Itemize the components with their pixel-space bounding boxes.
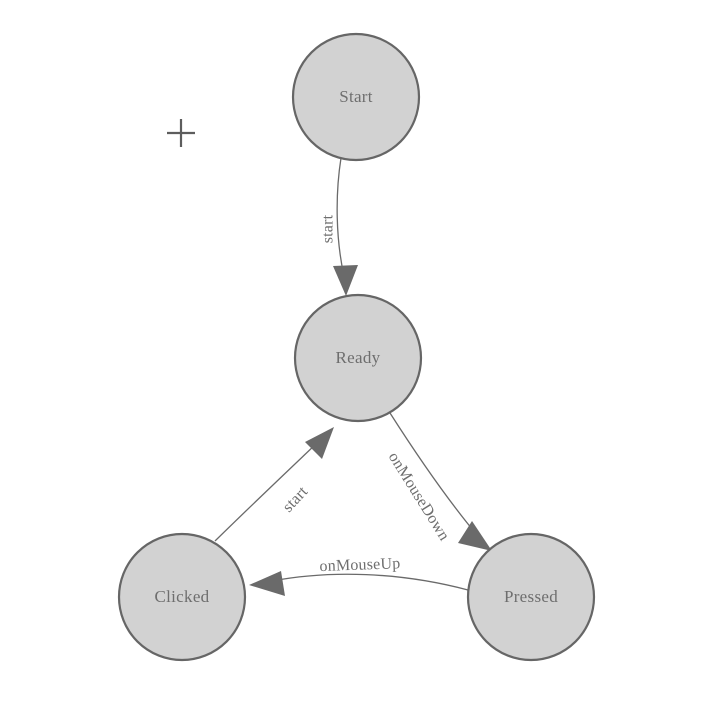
edge-label-start-to-ready: start	[320, 214, 337, 243]
node-clicked[interactable]: Clicked	[117, 532, 247, 662]
edge-label-pressed-to-clicked: onMouseUp	[319, 555, 400, 575]
node-start-label: Start	[339, 87, 373, 106]
edge-clicked-to-ready-path	[214, 442, 318, 542]
edge-clicked-to-ready-arrowhead	[305, 427, 334, 459]
edge-label-ready-to-pressed: onMouseDown	[385, 449, 453, 544]
edge-ready-to-pressed-arrowhead	[458, 521, 492, 551]
node-ready-label: Ready	[336, 348, 381, 367]
plus-marker-icon[interactable]	[167, 119, 195, 147]
node-start-circle	[291, 32, 421, 162]
edge-pressed-to-clicked[interactable]: onMouseUp	[249, 555, 469, 596]
edge-start-to-ready-arrowhead	[333, 265, 358, 296]
edge-label-clicked-to-ready: start	[279, 483, 311, 516]
node-pressed-circle	[466, 532, 596, 662]
edge-start-to-ready[interactable]: start	[320, 157, 358, 296]
node-ready-circle	[293, 293, 423, 423]
node-clicked-label: Clicked	[155, 587, 210, 606]
node-clicked-circle	[117, 532, 247, 662]
node-start[interactable]: Start	[291, 32, 421, 162]
node-ready[interactable]: Ready	[293, 293, 423, 423]
edge-pressed-to-clicked-path	[271, 573, 469, 591]
edge-clicked-to-ready[interactable]: start	[214, 427, 334, 542]
node-pressed-label: Pressed	[504, 587, 558, 606]
edge-pressed-to-clicked-arrowhead	[249, 571, 285, 596]
node-pressed[interactable]: Pressed	[466, 532, 596, 662]
edge-start-to-ready-path	[336, 157, 345, 277]
edge-ready-to-pressed-path	[389, 412, 478, 536]
edge-ready-to-pressed[interactable]: onMouseDown	[385, 412, 492, 551]
